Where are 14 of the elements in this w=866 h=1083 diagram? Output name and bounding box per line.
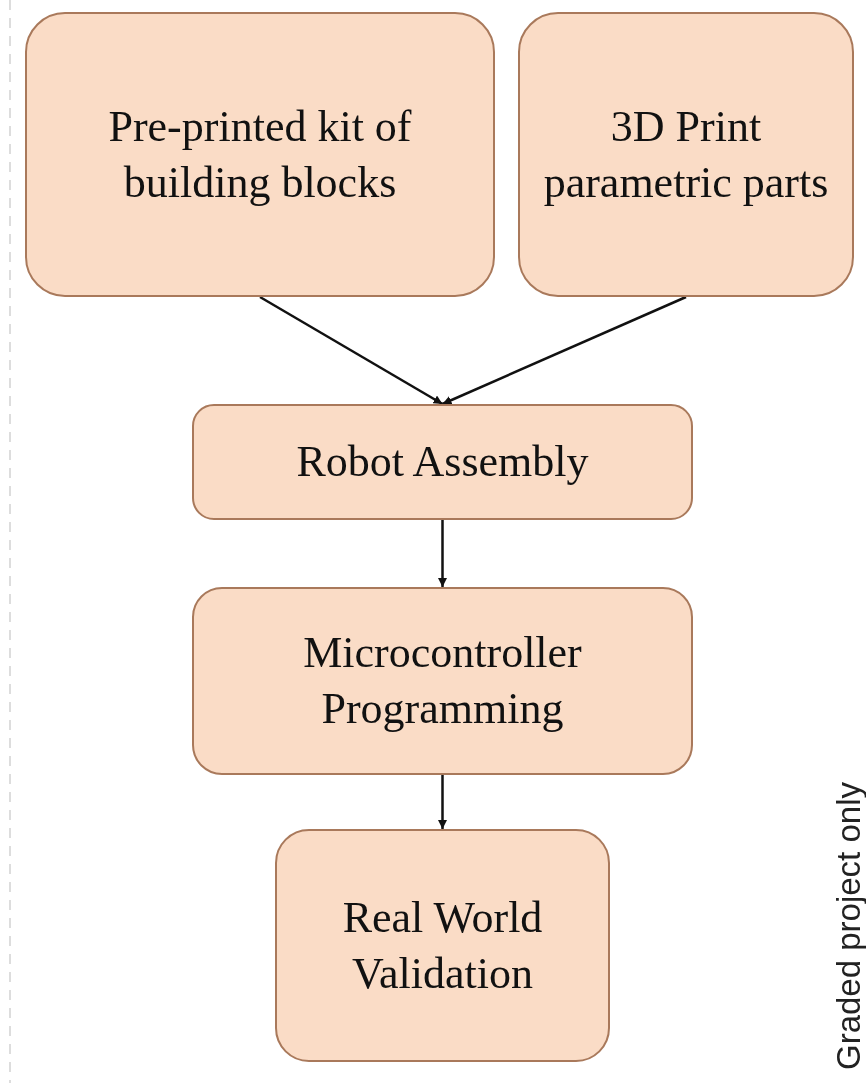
box-label: Real World Validation xyxy=(341,891,544,1000)
process-box xyxy=(192,587,693,775)
process-box xyxy=(192,404,693,520)
process-box xyxy=(518,12,854,297)
process-box xyxy=(25,12,495,297)
box-label: 3D Print parametric parts xyxy=(542,100,830,209)
arrow xyxy=(438,775,447,829)
process-box xyxy=(275,829,610,1062)
arrow xyxy=(259,295,444,406)
arrow xyxy=(442,295,687,406)
box-label: Microcontroller Programming xyxy=(302,627,583,735)
box-label: Robot Assembly xyxy=(295,436,590,488)
arrow xyxy=(438,520,447,587)
box-label: Pre-printed kit of building blocks xyxy=(107,100,413,209)
